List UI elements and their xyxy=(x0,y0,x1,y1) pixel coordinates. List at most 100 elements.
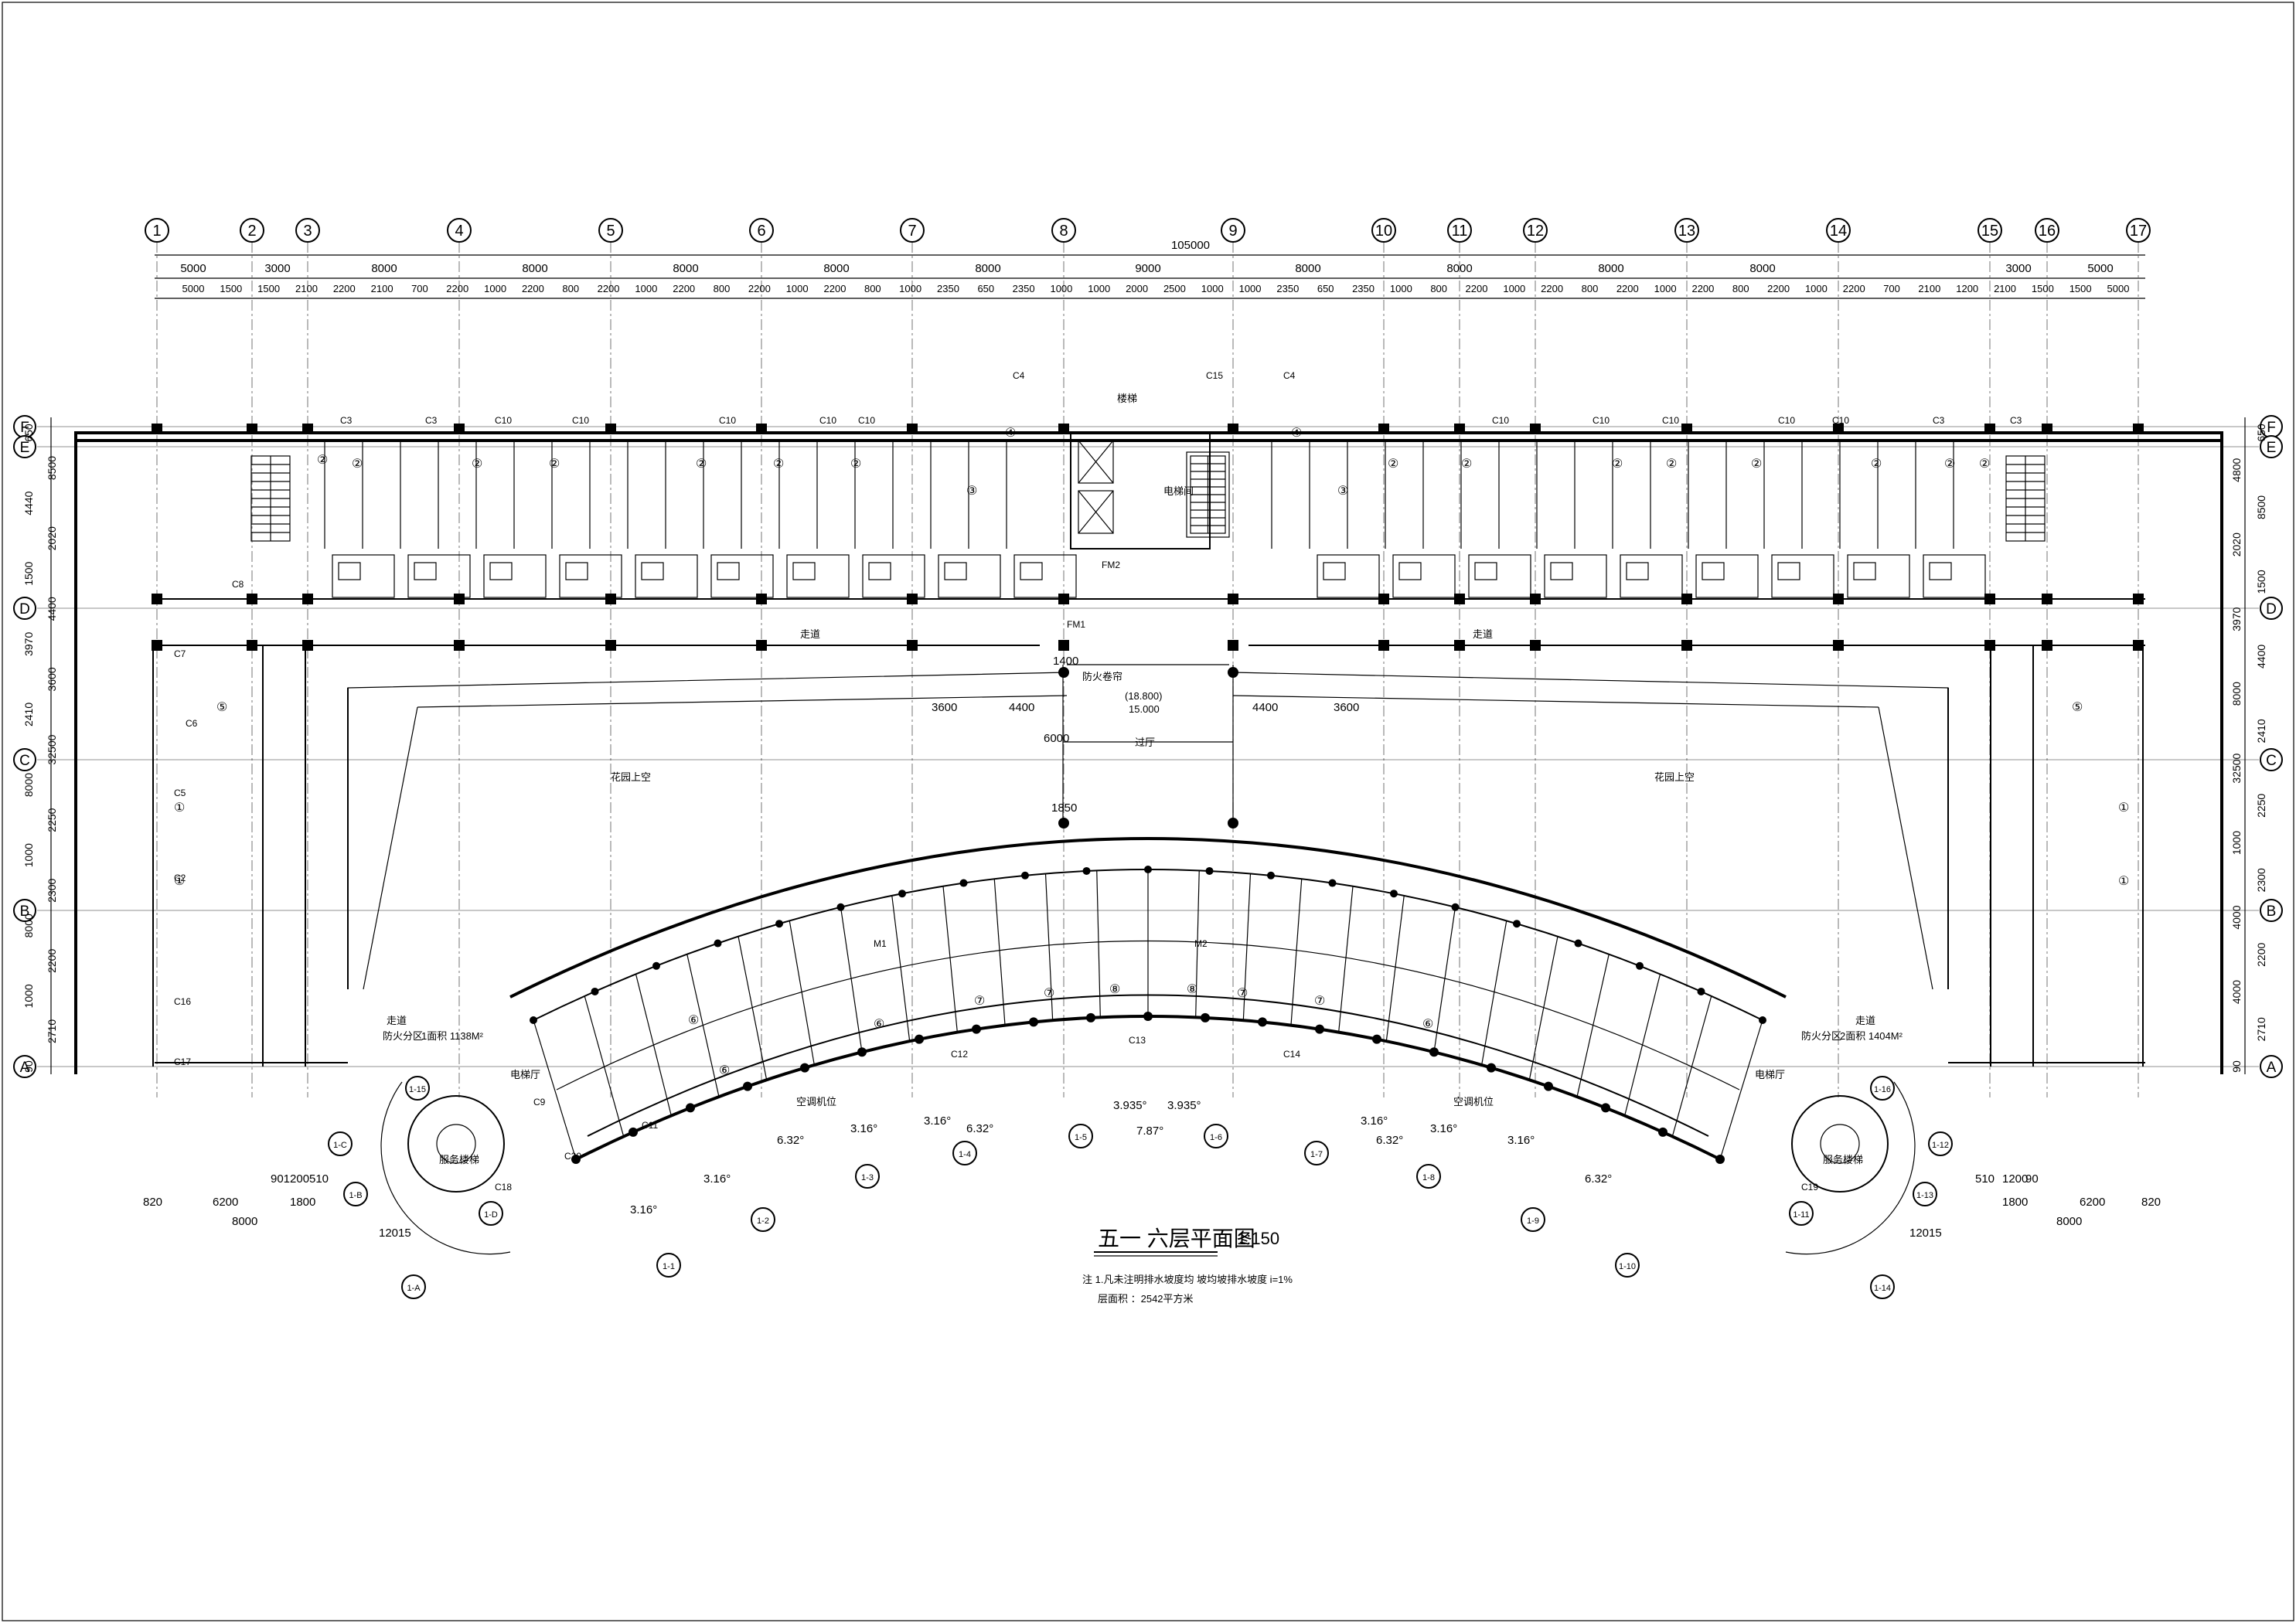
arc-axis-bubble-1-D: 1-D xyxy=(479,1201,503,1226)
svg-text:1-1: 1-1 xyxy=(663,1262,675,1271)
arc-dim-11: 3.16° xyxy=(1430,1122,1457,1135)
service-stair-right xyxy=(1785,1081,1916,1255)
svg-text:1-12: 1-12 xyxy=(1932,1141,1949,1150)
top-dim-1-5: 8000 xyxy=(823,262,849,275)
top-dim-2-11: 2200 xyxy=(598,283,620,294)
center-dim-0: 3600 xyxy=(932,701,957,714)
corridor-label-3: 走道 xyxy=(800,628,820,640)
arc-dim-12: 3.16° xyxy=(1507,1134,1535,1147)
top-dim-2-37: 800 xyxy=(1582,283,1599,294)
svg-text:1-B: 1-B xyxy=(349,1191,362,1200)
window-tag-28: C14 xyxy=(1283,1049,1300,1060)
svg-text:F: F xyxy=(2267,420,2276,436)
bottom-right-dim-6: 820 xyxy=(2141,1196,2161,1209)
svg-text:1-9: 1-9 xyxy=(1527,1216,1539,1226)
arc-dim-10: 6.32° xyxy=(1376,1134,1403,1147)
right-dim-14: 2200 xyxy=(2255,943,2267,967)
room-number-13: ② xyxy=(1944,458,1955,471)
svg-text:1-3: 1-3 xyxy=(861,1173,874,1182)
elevator-hall-left-label: 电梯厅 xyxy=(510,1069,540,1080)
right-dim-1: 4800 xyxy=(2230,458,2243,481)
arc-axis-bubble-1-14: 1-14 xyxy=(1870,1274,1895,1299)
bottom-left-dim-3: 12015 xyxy=(379,1227,411,1240)
top-dim-1-9: 8000 xyxy=(1446,262,1472,275)
top-dim-2-3: 2100 xyxy=(295,283,318,294)
top-dim-2-20: 2350 xyxy=(937,283,959,294)
svg-text:17: 17 xyxy=(2130,223,2147,240)
top-dim-2-48: 2100 xyxy=(1994,283,2016,294)
top-dim-2-34: 2200 xyxy=(1466,283,1488,294)
hall-label: 过厅 xyxy=(1135,737,1155,748)
left-dim-15: 2200 xyxy=(46,949,58,973)
top-dim-2-35: 1000 xyxy=(1503,283,1525,294)
top-dim-2-46: 2100 xyxy=(1918,283,1940,294)
svg-text:D: D xyxy=(2266,601,2277,618)
window-tag-19: C6 xyxy=(186,718,198,729)
elevator-hall-right-label: 电梯厅 xyxy=(1755,1069,1785,1080)
row-bubble-right-F: F xyxy=(2260,415,2283,438)
bottom-right-dim-7: 12015 xyxy=(1909,1227,1942,1240)
window-tag-35: FM2 xyxy=(1102,560,1120,570)
arc-dim-0: 3.16° xyxy=(630,1203,657,1216)
room-number-27: ⑥ xyxy=(874,1018,884,1031)
room-number-6: ② xyxy=(850,458,861,471)
axis-bubble-11: 11 xyxy=(1447,218,1472,243)
top-dim-1-11: 8000 xyxy=(1749,262,1775,275)
fire-door-label: 防火卷帘 xyxy=(1082,671,1122,682)
top-dim-2-45: 700 xyxy=(1883,283,1900,294)
svg-text:6: 6 xyxy=(757,223,765,240)
top-dim-2-40: 2200 xyxy=(1691,283,1714,294)
top-dim-2-33: 800 xyxy=(1430,283,1447,294)
window-tag-15: C3 xyxy=(1933,415,1945,426)
axis-bubble-7: 7 xyxy=(900,218,925,243)
svg-text:16: 16 xyxy=(2039,223,2056,240)
room-number-20: ① xyxy=(174,875,185,888)
room-number-12: ② xyxy=(1871,458,1882,471)
room-number-9: ② xyxy=(1612,458,1623,471)
left-dim-4: 1500 xyxy=(22,561,35,585)
top-dim-2-21: 650 xyxy=(977,283,994,294)
left-dim-9: 32500 xyxy=(46,734,58,764)
bottom-right-dim-5: 8000 xyxy=(2056,1215,2082,1228)
arc-axis-bubble-1-10: 1-10 xyxy=(1615,1253,1640,1278)
svg-text:10: 10 xyxy=(1375,223,1392,240)
top-dim-2-38: 2200 xyxy=(1616,283,1639,294)
svg-text:1-7: 1-7 xyxy=(1310,1150,1323,1159)
axis-bubble-6: 6 xyxy=(749,218,774,243)
axis-bubble-9: 9 xyxy=(1221,218,1245,243)
room-number-5: ② xyxy=(773,458,784,471)
top-dim-2-31: 2350 xyxy=(1352,283,1375,294)
svg-text:1-11: 1-11 xyxy=(1793,1210,1809,1220)
room-number-15: ④ xyxy=(1005,427,1016,440)
top-dim-1-1: 3000 xyxy=(264,262,290,275)
center-dim-1: 4400 xyxy=(1009,701,1034,714)
row-bubble-left-C: C xyxy=(13,748,36,771)
stair-symbols xyxy=(250,455,2046,542)
top-dim-1-4: 8000 xyxy=(673,262,698,275)
top-dim-2-29: 2350 xyxy=(1276,283,1299,294)
svg-text:4: 4 xyxy=(455,223,463,240)
courtyard-outline xyxy=(347,664,1949,990)
center-dim-5: 1850 xyxy=(1051,801,1077,815)
right-dim-9: 32500 xyxy=(2230,753,2243,783)
fire-zone-left-label: 防火分区 xyxy=(383,1030,423,1042)
svg-text:5: 5 xyxy=(606,223,615,240)
window-tag-8: C15 xyxy=(1206,370,1223,381)
arc-dim-1: 3.16° xyxy=(703,1172,731,1186)
svg-text:13: 13 xyxy=(1678,223,1695,240)
window-tag-13: C10 xyxy=(1778,415,1795,426)
arc-axis-bubble-1-9: 1-9 xyxy=(1521,1207,1545,1232)
left-dim-10: 8000 xyxy=(22,773,35,797)
center-dim-4: 6000 xyxy=(1044,732,1069,745)
bottom-left-dim-5: 901200 xyxy=(271,1172,309,1186)
svg-text:C: C xyxy=(2266,753,2277,769)
right-dim-17: 90 xyxy=(2230,1060,2243,1073)
center-dim-6: 1400 xyxy=(1053,655,1078,668)
room-number-2: ② xyxy=(472,458,482,471)
left-dim-3: 2020 xyxy=(46,526,58,550)
svg-text:A: A xyxy=(2267,1060,2277,1076)
arc-dim-3: 3.16° xyxy=(850,1122,877,1135)
